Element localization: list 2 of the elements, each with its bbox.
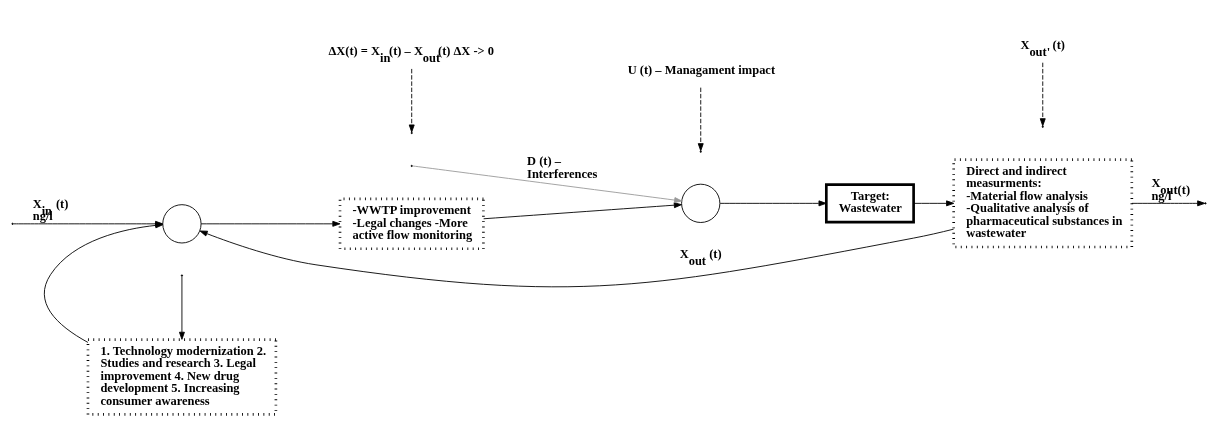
- edge-label: D (t) – Interferences: [527, 153, 598, 181]
- node-text: U (t) – Managament impact: [627, 62, 776, 77]
